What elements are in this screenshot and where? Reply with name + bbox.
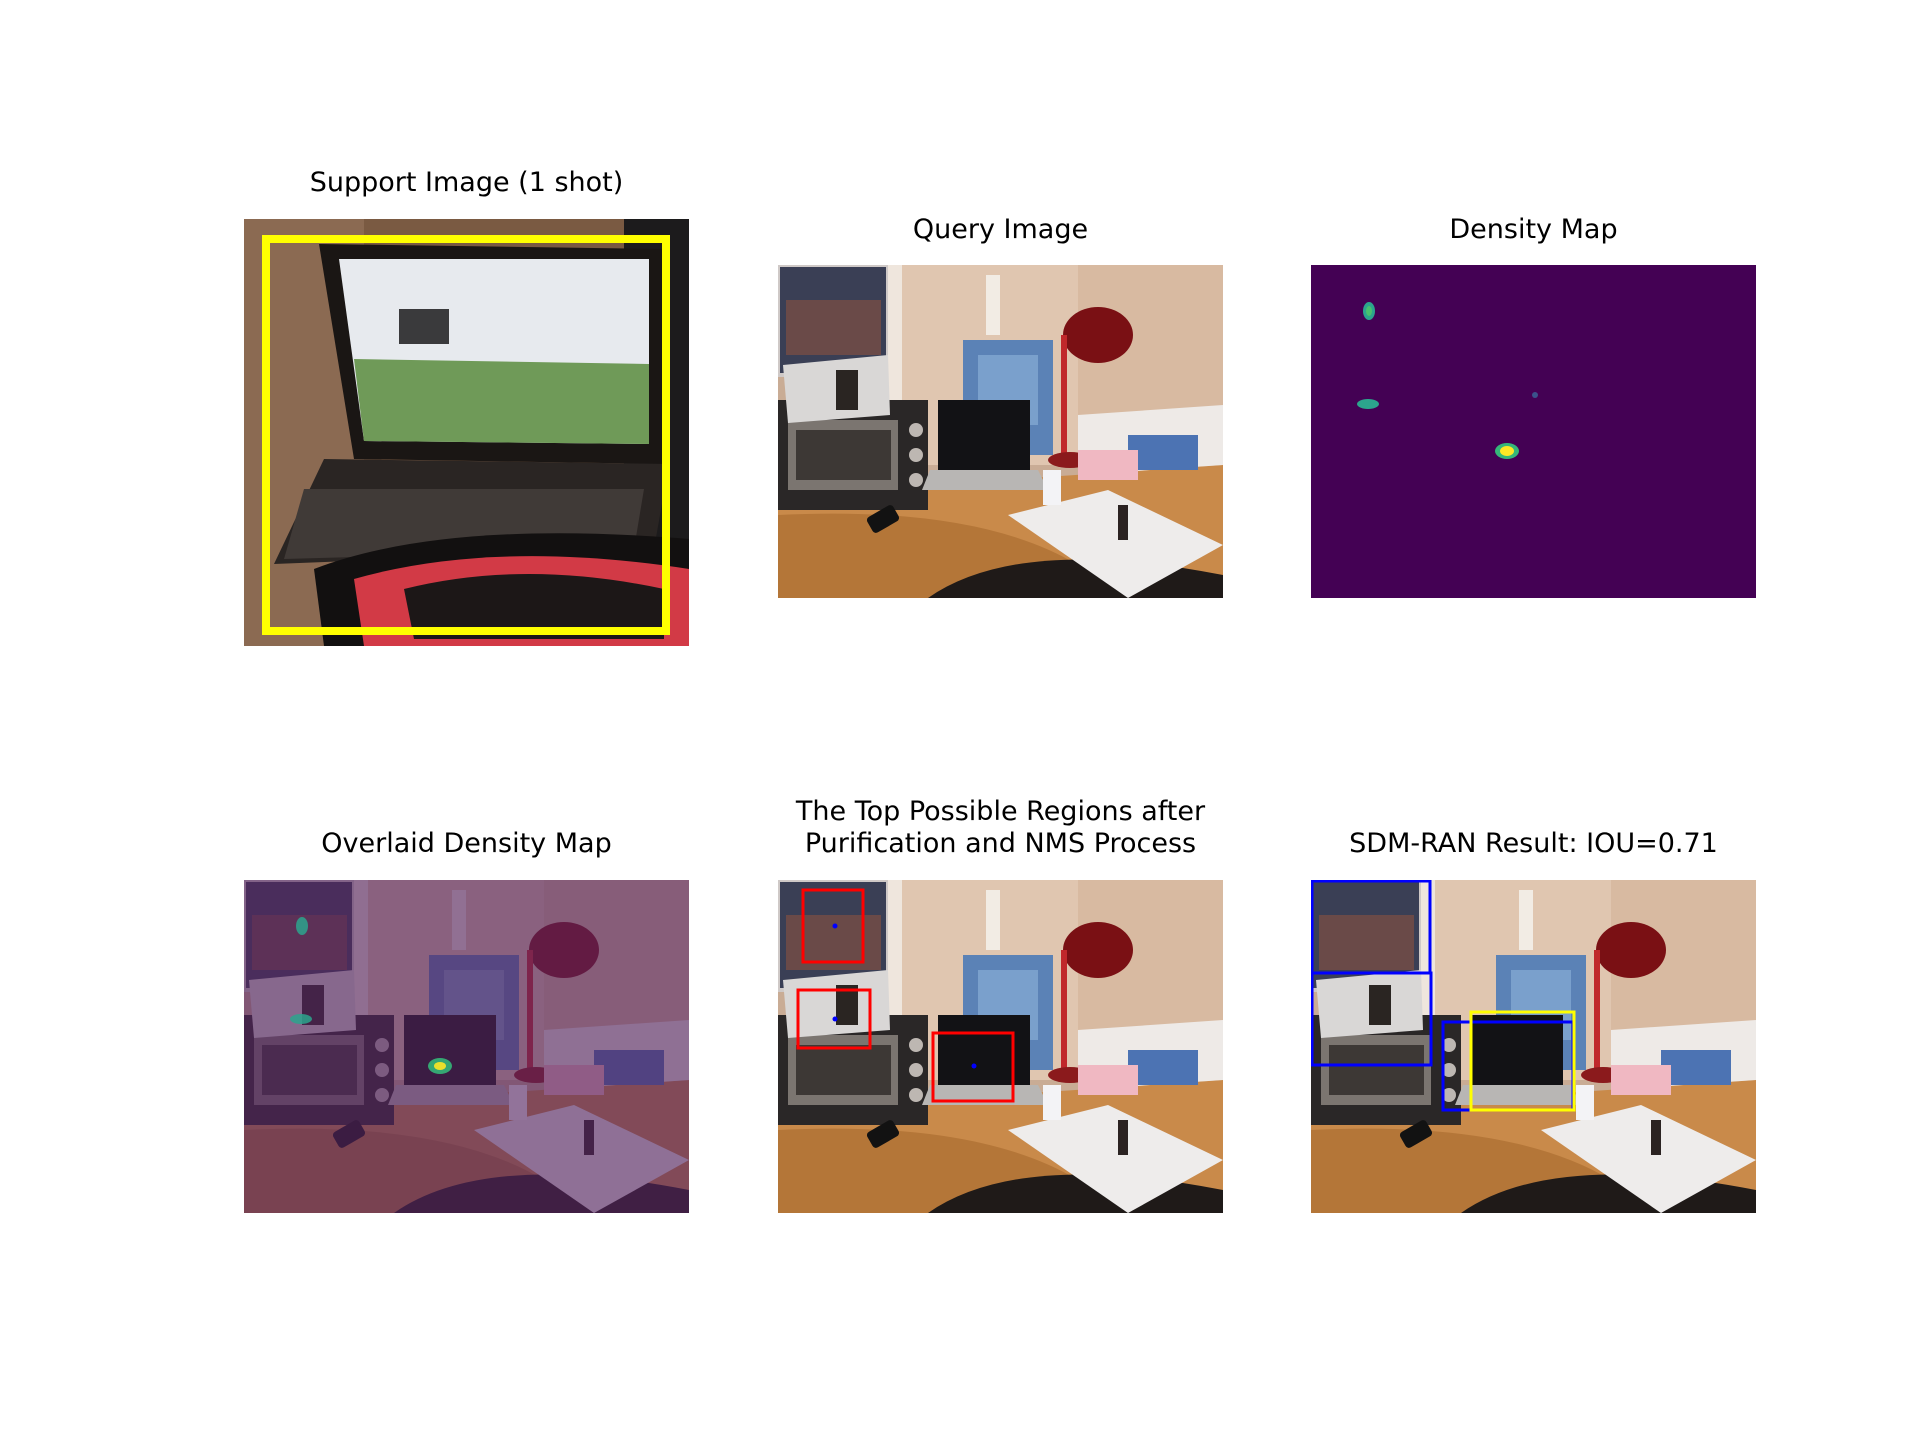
density-blob (1532, 392, 1538, 398)
overlaid-density-map-title: Overlaid Density Map (321, 828, 612, 859)
ground-truth-box (1469, 1010, 1576, 1112)
query-image (778, 265, 1223, 598)
density-map (1311, 265, 1756, 598)
query-image-title: Query Image (912, 214, 1089, 245)
density-blob (1500, 446, 1514, 456)
candidate-box (931, 1031, 1015, 1103)
density-map-title: Density Map (1449, 214, 1618, 245)
support-image (244, 219, 689, 646)
result-image (1311, 880, 1756, 1213)
top-regions-image (778, 880, 1223, 1213)
top-regions-title-line1: The Top Possible Regions after (795, 796, 1206, 827)
candidate-box (796, 988, 872, 1050)
overlay-blob (290, 1014, 312, 1024)
result-title: SDM-RAN Result: IOU=0.71 (1349, 828, 1718, 859)
top-regions-title-line2: Purification and NMS Process (804, 828, 1197, 859)
overlay-blob (296, 917, 308, 935)
overlaid-density-map (244, 880, 689, 1213)
support-image-title: Support Image (1 shot) (309, 167, 624, 198)
density-blob (1366, 306, 1372, 316)
candidate-center (832, 923, 838, 929)
candidate-box (801, 888, 865, 964)
predicted-box (1311, 971, 1433, 1067)
density-blob (1357, 399, 1379, 409)
support-bounding-box (262, 235, 670, 635)
candidate-center (971, 1063, 977, 1069)
overlay-blob (434, 1062, 446, 1070)
candidate-center (832, 1016, 838, 1022)
